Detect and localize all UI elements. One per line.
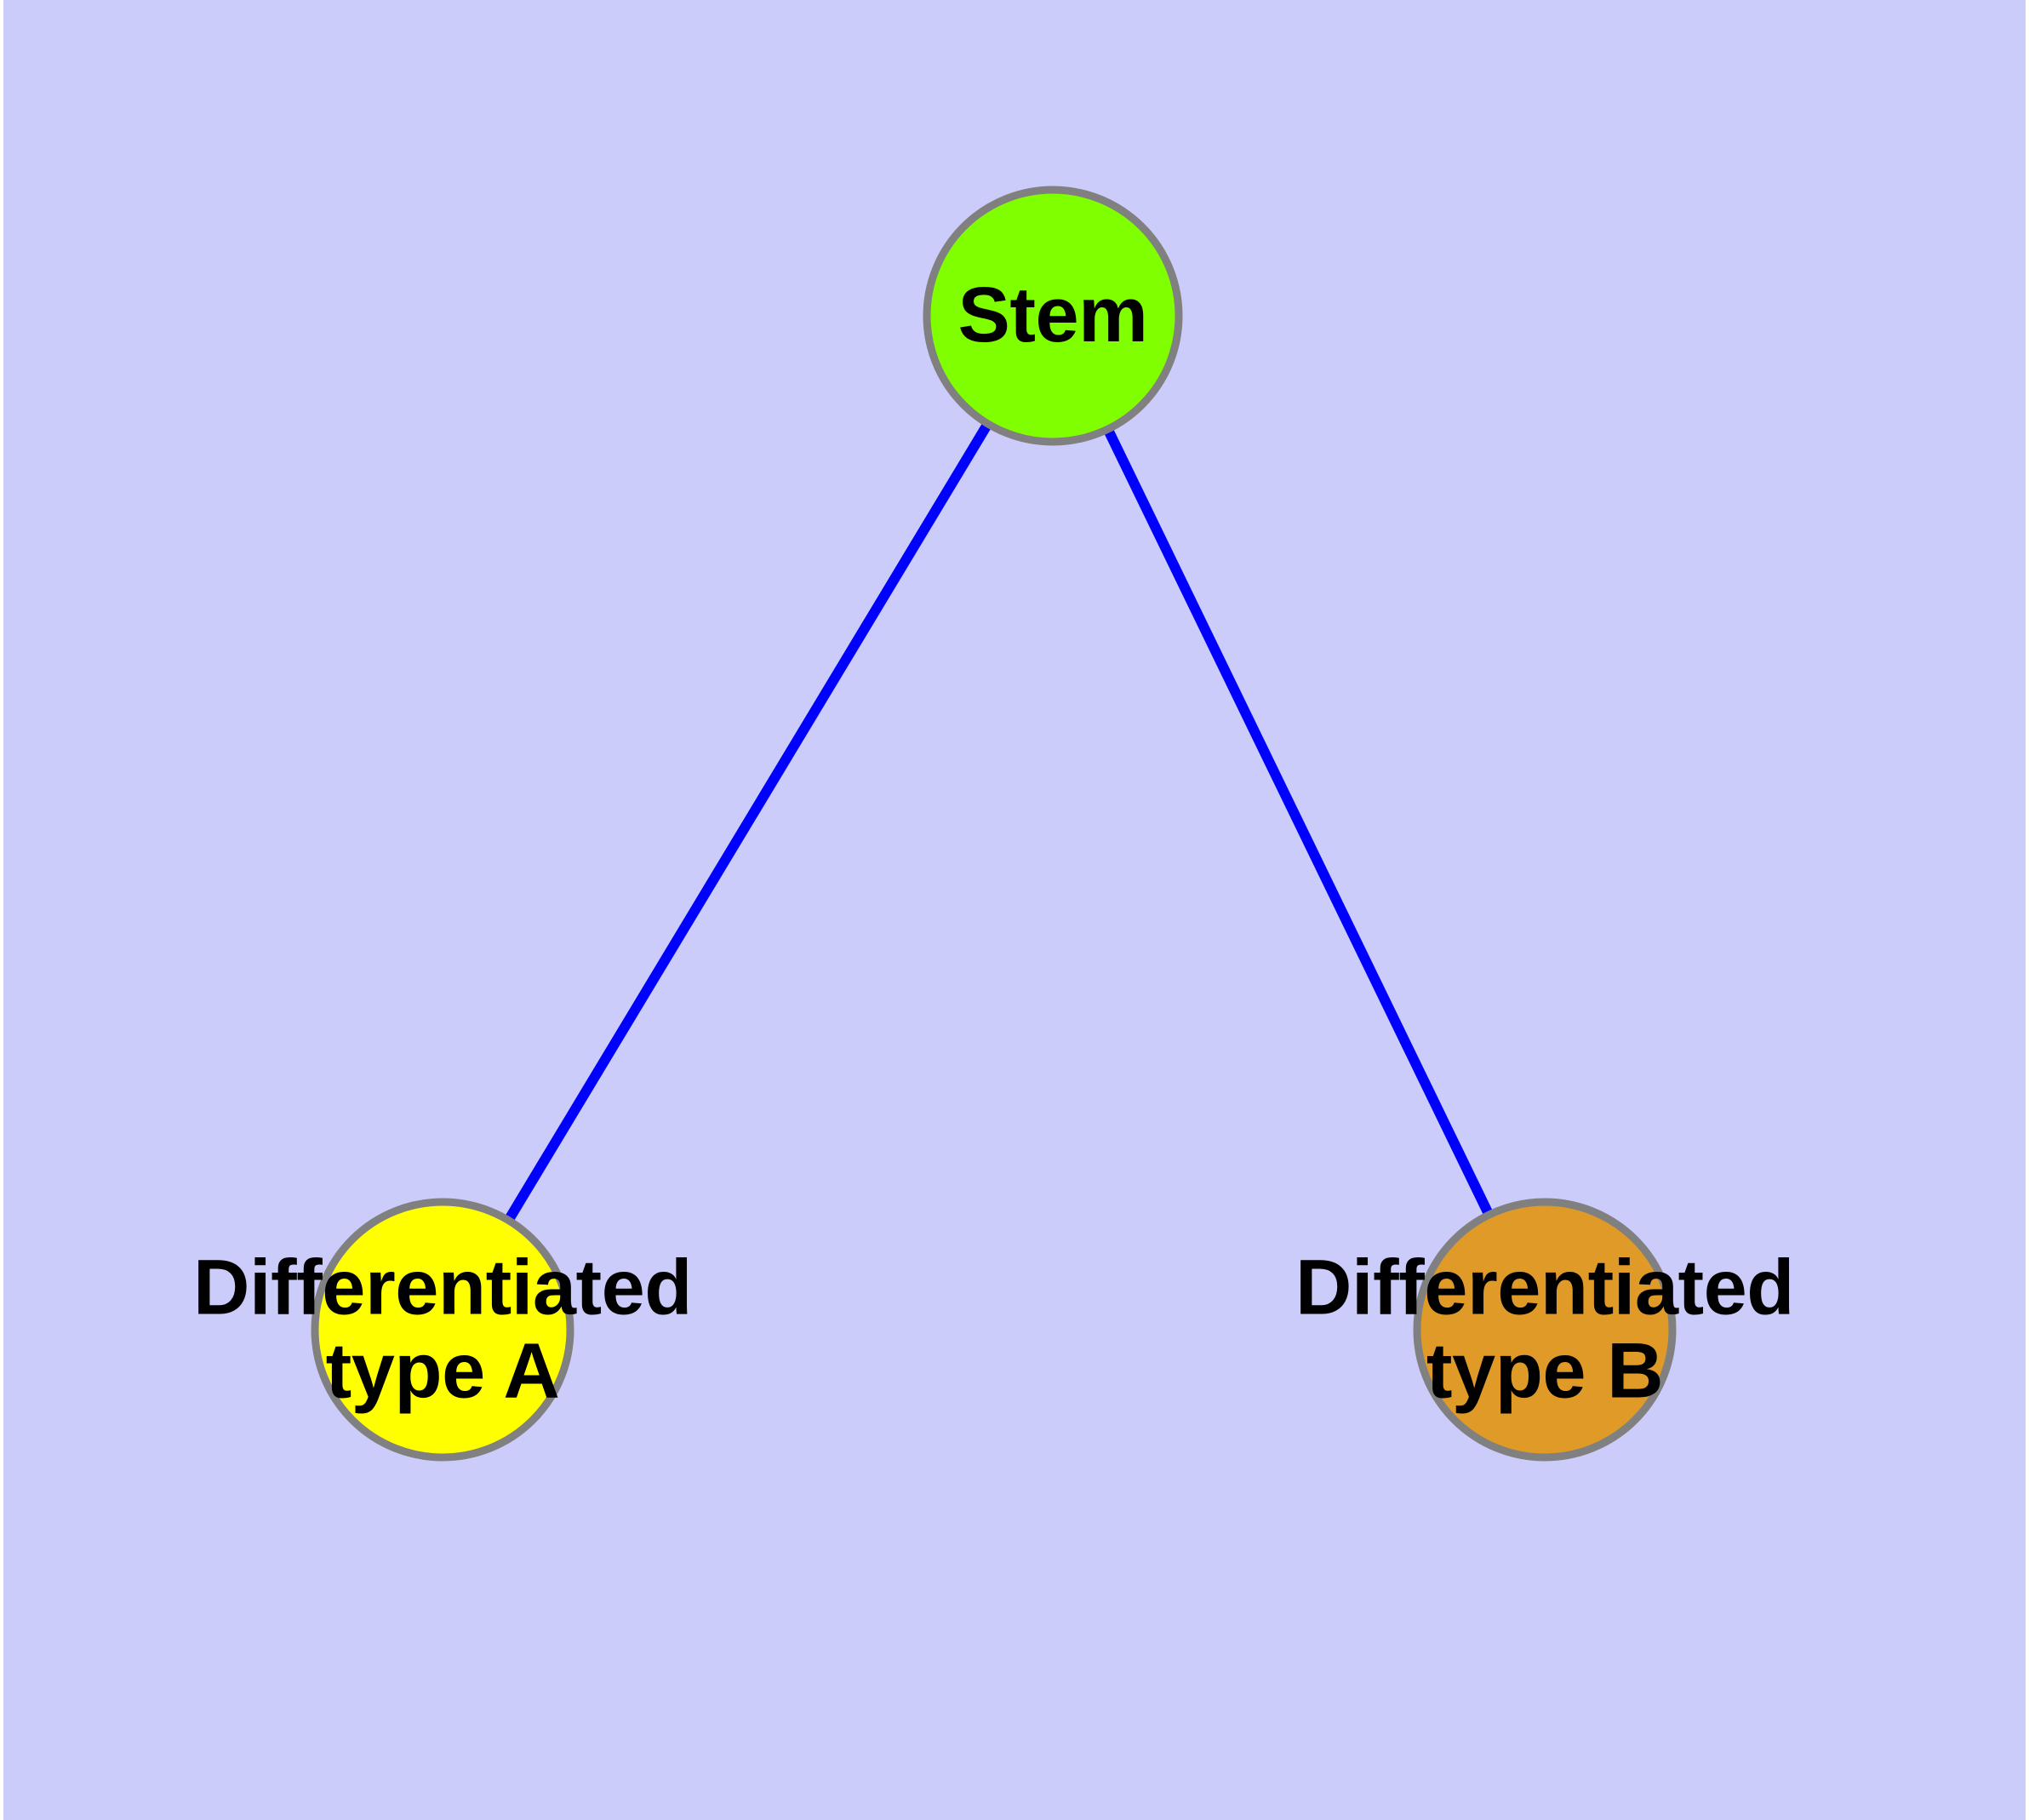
- edge-stem-to-diff-b: [1048, 313, 1550, 1332]
- node-stem-circle[interactable]: [923, 186, 1183, 446]
- node-diff-b-circle[interactable]: [1413, 1198, 1677, 1462]
- node-diff-a-circle[interactable]: [311, 1198, 574, 1462]
- node-layer: [311, 186, 1677, 1462]
- edge-stem-to-diff-a: [437, 312, 1058, 1333]
- edge-layer: [437, 312, 1550, 1333]
